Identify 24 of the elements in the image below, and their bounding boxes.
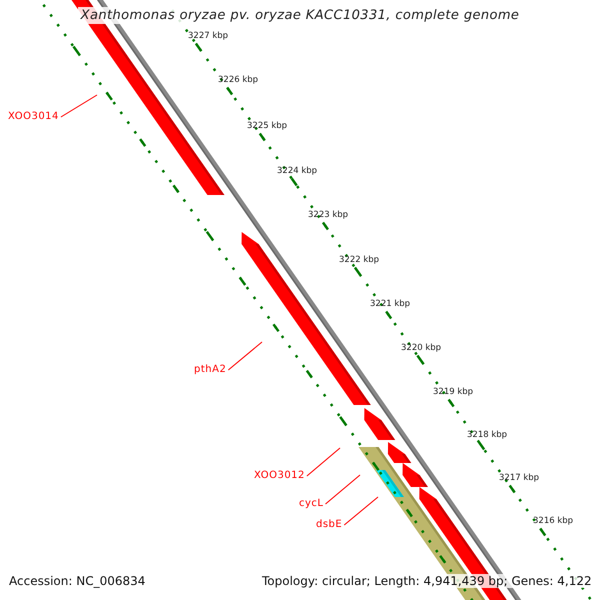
leader-line (344, 496, 378, 526)
scale-label: 3225 kbp (247, 121, 288, 131)
scale-label: 3224 kbp (277, 166, 318, 176)
scale-label: 3217 kbp (499, 473, 540, 483)
scale-label: 3218 kbp (467, 430, 508, 440)
gene-label: cycL (299, 498, 324, 510)
gene-label: pthA2 (194, 364, 226, 376)
gene-label: dsbE (316, 519, 342, 531)
leader-line (325, 474, 360, 504)
accession-text: Accession: NC_006834 (9, 574, 146, 588)
scale-label: 3216 kbp (533, 516, 574, 526)
scale-label: 3227 kbp (188, 31, 228, 41)
scale-label: 3222 kbp (339, 255, 380, 265)
leader-line (60, 94, 98, 118)
genome-info-text: Topology: circular; Length: 4,941,439 bp; Genes: 4,122 (262, 574, 592, 588)
gene-label: XOO3014 (8, 111, 59, 123)
scale-label: 3220 kbp (401, 343, 442, 353)
gene-label: XOO3012 (254, 470, 305, 482)
scale-label: 3226 kbp (218, 75, 258, 85)
scale-label: 3219 kbp (433, 387, 474, 397)
leader-line (306, 448, 340, 476)
scale-label: 3223 kbp (308, 210, 348, 220)
leader-line (228, 342, 262, 370)
scale-label: 3221 kbp (370, 299, 410, 309)
